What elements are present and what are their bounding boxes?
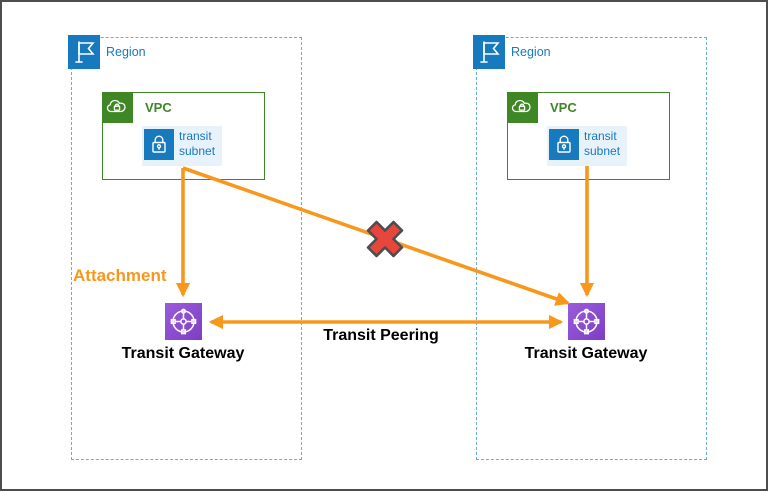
vpc-label: VPC — [145, 100, 172, 115]
transit-gateway-label: Transit Gateway — [524, 345, 648, 362]
transit-peering-label: Transit Peering — [323, 327, 439, 344]
vpc-cloud-icon — [507, 92, 538, 123]
region-flag-icon — [473, 35, 505, 69]
region-flag-icon — [68, 35, 100, 69]
transit-gateway-label: Transit Gateway — [121, 345, 245, 362]
region-label: Region — [511, 45, 551, 59]
subnet-lock-icon — [549, 129, 579, 160]
subnet-label: transit subnet — [179, 129, 216, 158]
vpc-cloud-icon — [102, 92, 133, 123]
attachment-label: Attachment — [73, 266, 167, 285]
vpc-label: VPC — [550, 100, 577, 115]
transit-gateway-icon — [165, 303, 202, 340]
transit-gateway-icon — [568, 303, 605, 340]
blocked-x-icon — [366, 220, 404, 258]
subnet-lock-icon — [144, 129, 174, 160]
subnet-label: transit subnet — [584, 129, 621, 158]
region-label: Region — [106, 45, 146, 59]
